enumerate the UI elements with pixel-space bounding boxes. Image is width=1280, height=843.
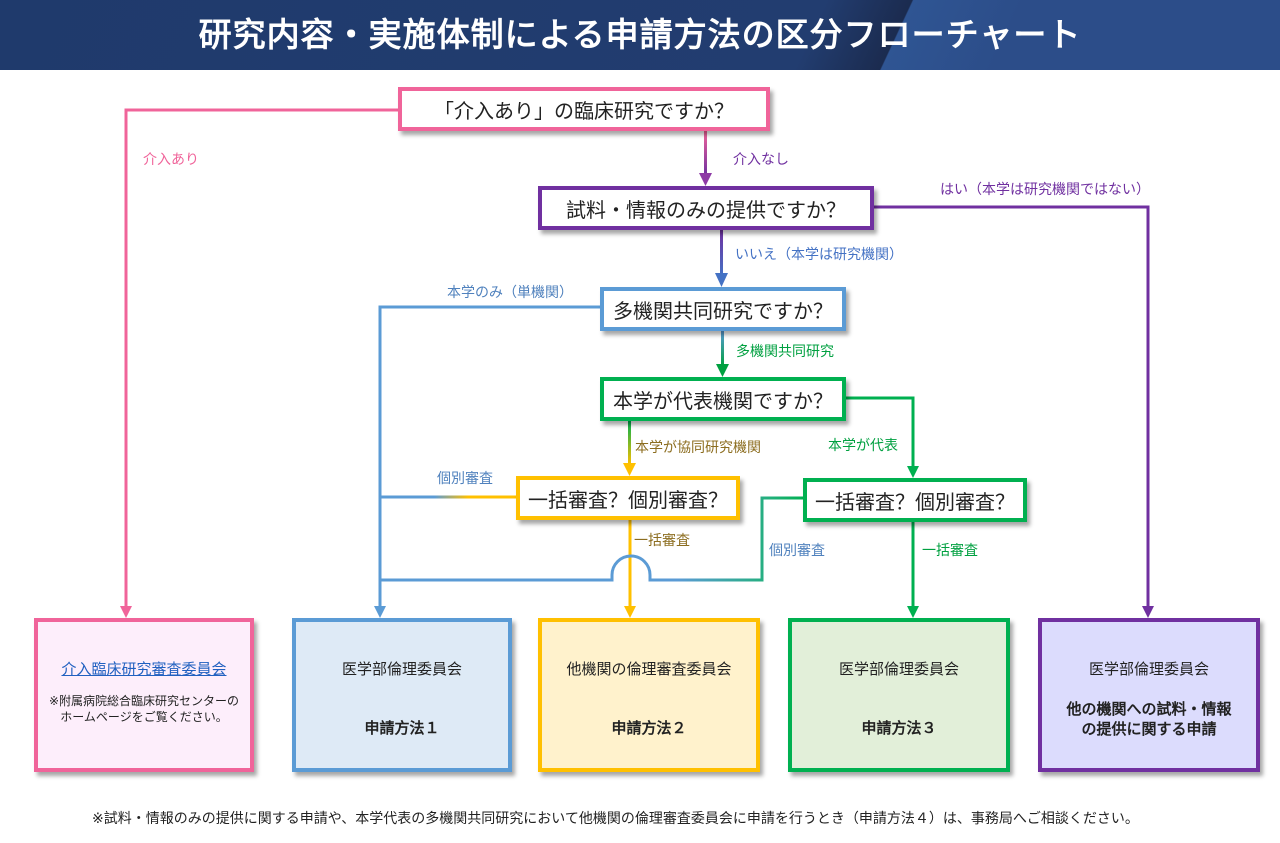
question-representative: 本学が代表機関ですか？ xyxy=(600,377,846,421)
label-intervention-yes: 介入あり xyxy=(143,152,199,168)
label-provision-yes: はい（本学は研究機関ではない） xyxy=(940,182,1150,198)
footnote: ※試料・情報のみの提供に関する申請や、本学代表の多機関共同研究において他機関の倫… xyxy=(92,811,1139,827)
arrow-head-blue-2 xyxy=(374,606,386,618)
label-individual-right: 個別審査 xyxy=(769,543,825,559)
question-intervention: 「介入あり」の臨床研究ですか？ xyxy=(398,87,770,131)
clinical-review-note-line2: ホームページをご覧ください。 xyxy=(60,710,228,724)
question-multi-institution-text: 多機関共同研究ですか？ xyxy=(613,298,833,323)
label-multi-institution: 多機関共同研究 xyxy=(736,344,834,360)
question-provision-only-text: 試料・情報のみの提供ですか？ xyxy=(566,197,846,222)
result-provision-desc: 他の機関への試料・情報 の提供に関する申請 xyxy=(1066,699,1231,739)
label-individual-left: 個別審査 xyxy=(437,471,493,487)
arrow-head-purple-1 xyxy=(699,173,712,186)
result-method-2-title: 他機関の倫理審査委員会 xyxy=(566,660,732,678)
connector-representative xyxy=(846,396,915,468)
question-representative-text: 本学が代表機関ですか？ xyxy=(613,388,833,413)
connector-provision-no xyxy=(720,230,723,276)
question-review-type-right-text: 一括審査？個別審査？ xyxy=(815,489,1015,514)
result-method-3-label: 申請方法３ xyxy=(861,719,937,737)
label-provision-no: いいえ（本学は研究機関） xyxy=(735,247,903,263)
connector-multi-institution xyxy=(721,331,724,366)
question-multi-institution: 多機関共同研究ですか？ xyxy=(600,287,846,331)
result-provision-desc-line1: 他の機関への試料・情報 xyxy=(1066,700,1232,718)
question-review-type-left-text: 一括審査？個別審査？ xyxy=(528,487,728,512)
clinical-review-committee-link[interactable]: 介入臨床研究審査委員会 xyxy=(61,660,227,678)
page-title: 研究内容・実施体制による申請方法の区分フローチャート xyxy=(198,15,1082,54)
arrow-head-pink xyxy=(120,606,132,618)
clinical-review-note-line1: ※附属病院総合臨床研究センターの xyxy=(48,694,240,708)
arrow-head-green-1 xyxy=(716,364,729,377)
result-method-2-label: 申請方法２ xyxy=(611,719,687,737)
result-provision-title: 医学部倫理委員会 xyxy=(1088,660,1209,678)
label-collaborating: 本学が協同研究機関 xyxy=(635,440,761,456)
label-batch-right: 一括審査 xyxy=(922,543,978,559)
connector-individual-right xyxy=(380,496,805,582)
question-review-type-left: 一括審査？個別審査？ xyxy=(516,476,740,520)
result-provision-application: 医学部倫理委員会 他の機関への試料・情報 の提供に関する申請 xyxy=(1038,618,1260,772)
label-representative: 本学が代表 xyxy=(828,438,898,454)
connector-provision-yes xyxy=(874,205,1150,608)
result-method-1-label: 申請方法１ xyxy=(364,719,440,737)
connector-collaborating xyxy=(628,421,631,465)
result-clinical-review-committee: 介入臨床研究審査委員会 ※附属病院総合臨床研究センターの ホームページをご覧くだ… xyxy=(34,618,254,772)
arrow-head-green-2 xyxy=(907,466,919,478)
arrow-head-green-3 xyxy=(907,606,919,618)
result-method-3-title: 医学部倫理委員会 xyxy=(838,660,959,678)
arrow-head-blue-1 xyxy=(715,273,728,287)
clinical-review-note: ※附属病院総合臨床研究センターの ホームページをご覧ください。 xyxy=(49,693,239,725)
arrow-head-yellow-1 xyxy=(623,463,636,476)
question-intervention-text: 「介入あり」の臨床研究ですか？ xyxy=(434,98,734,123)
arrow-head-yellow-2 xyxy=(624,606,636,618)
result-method-3: 医学部倫理委員会 申請方法３ xyxy=(788,618,1010,772)
header-banner: 研究内容・実施体制による申請方法の区分フローチャート xyxy=(0,0,1280,70)
result-method-1: 医学部倫理委員会 申請方法１ xyxy=(292,618,512,772)
result-method-2: 他機関の倫理審査委員会 申請方法２ xyxy=(538,618,760,772)
result-provision-desc-line2: の提供に関する申請 xyxy=(1081,720,1217,738)
label-intervention-no: 介入なし xyxy=(733,152,789,168)
arrow-head-purple-2 xyxy=(1142,606,1154,618)
label-batch-left: 一括審査 xyxy=(634,533,690,549)
question-review-type-right: 一括審査？個別審査？ xyxy=(803,478,1027,522)
connector-single-institution xyxy=(378,305,600,608)
result-method-1-title: 医学部倫理委員会 xyxy=(341,660,462,678)
connector-intervention-no xyxy=(704,131,707,175)
label-single-institution: 本学のみ（単機関） xyxy=(447,285,573,301)
connector-intervention-yes xyxy=(124,108,398,608)
question-provision-only: 試料・情報のみの提供ですか？ xyxy=(538,186,874,230)
